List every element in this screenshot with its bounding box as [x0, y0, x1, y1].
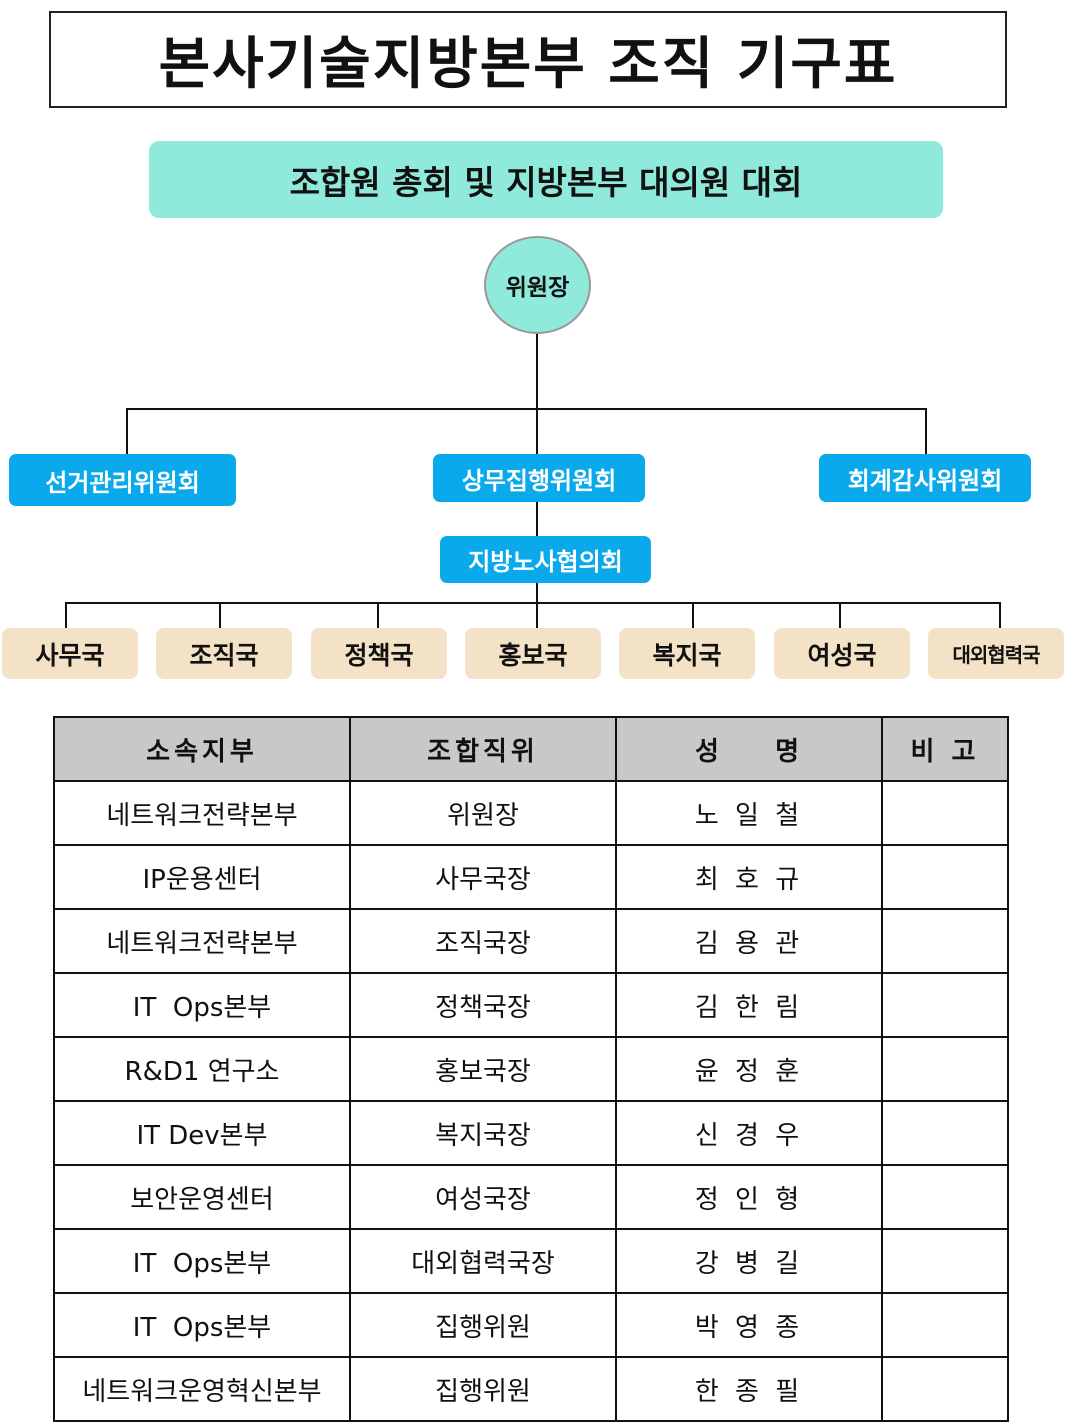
branch-cell: IT Dev본부: [53, 1100, 351, 1166]
remarks-cell: [881, 1100, 1009, 1166]
table-row: IP운용센터 사무국장 최 호 규: [53, 844, 1009, 910]
page-title: 본사기술지방본부 조직 기구표: [49, 11, 1007, 108]
connector-chair-down: [536, 334, 538, 456]
name-cell: 강 병 길: [615, 1228, 883, 1294]
connector-council-down: [536, 583, 538, 603]
executive-committee-box: 상무집행위원회: [433, 454, 645, 502]
dept-box: 사무국: [2, 628, 138, 679]
position-cell: 집행위원: [349, 1356, 617, 1422]
remarks-cell: [881, 972, 1009, 1038]
connector-dept-3: [377, 602, 379, 628]
header-name: 성 명: [615, 716, 883, 782]
table-row: IT Ops본부 대외협력국장 강 병 길: [53, 1228, 1009, 1294]
labor-council-box: 지방노사협의회: [440, 536, 651, 583]
audit-committee-box: 회계감사위원회: [819, 454, 1031, 502]
name-cell: 정 인 형: [615, 1164, 883, 1230]
connector-dept-1: [65, 602, 67, 628]
name-cell: 노 일 철: [615, 780, 883, 846]
position-cell: 정책국장: [349, 972, 617, 1038]
remarks-cell: [881, 780, 1009, 846]
branch-cell: 네트워크운영혁신본부: [53, 1356, 351, 1422]
table-row: 보안운영센터 여성국장 정 인 형: [53, 1164, 1009, 1230]
branch-cell: IP운용센터: [53, 844, 351, 910]
remarks-cell: [881, 844, 1009, 910]
branch-cell: R&D1 연구소: [53, 1036, 351, 1102]
remarks-cell: [881, 1228, 1009, 1294]
remarks-cell: [881, 1356, 1009, 1422]
branch-cell: 네트워크전략본부: [53, 908, 351, 974]
table-header-row: 소속지부 조합직위 성 명 비 고: [53, 716, 1009, 782]
connector-exec-council: [536, 502, 538, 536]
roster-table: 소속지부 조합직위 성 명 비 고 네트워크전략본부 위원장 노 일 철 IP운…: [53, 716, 1009, 1422]
table-row: 네트워크운영혁신본부 집행위원 한 종 필: [53, 1356, 1009, 1422]
name-cell: 신 경 우: [615, 1100, 883, 1166]
name-cell: 한 종 필: [615, 1356, 883, 1422]
connector-dept-2: [219, 602, 221, 628]
general-assembly-box: 조합원 총회 및 지방본부 대의원 대회: [149, 141, 943, 218]
position-cell: 조직국장: [349, 908, 617, 974]
table-row: IT Dev본부 복지국장 신 경 우: [53, 1100, 1009, 1166]
name-cell: 윤 정 훈: [615, 1036, 883, 1102]
election-committee-box: 선거관리위원회: [9, 454, 236, 506]
connector-dept-horizontal: [65, 602, 1001, 604]
table-row: 네트워크전략본부 조직국장 김 용 관: [53, 908, 1009, 974]
branch-cell: IT Ops본부: [53, 1292, 351, 1358]
branch-cell: IT Ops본부: [53, 1228, 351, 1294]
connector-dept-7: [999, 602, 1001, 628]
header-remarks: 비 고: [881, 716, 1009, 782]
position-cell: 여성국장: [349, 1164, 617, 1230]
branch-cell: 보안운영센터: [53, 1164, 351, 1230]
position-cell: 사무국장: [349, 844, 617, 910]
remarks-cell: [881, 1036, 1009, 1102]
position-cell: 집행위원: [349, 1292, 617, 1358]
header-position: 조합직위: [349, 716, 617, 782]
branch-cell: IT Ops본부: [53, 972, 351, 1038]
connector-committee-horizontal: [126, 408, 927, 410]
dept-box: 여성국: [774, 628, 910, 679]
dept-box: 정책국: [311, 628, 447, 679]
dept-box: 조직국: [156, 628, 292, 679]
remarks-cell: [881, 908, 1009, 974]
position-cell: 대외협력국장: [349, 1228, 617, 1294]
table-row: R&D1 연구소 홍보국장 윤 정 훈: [53, 1036, 1009, 1102]
remarks-cell: [881, 1164, 1009, 1230]
connector-dept-4: [536, 602, 538, 628]
connector-right-committee: [925, 408, 927, 454]
table-row: IT Ops본부 정책국장 김 한 림: [53, 972, 1009, 1038]
name-cell: 김 한 림: [615, 972, 883, 1038]
dept-box: 복지국: [619, 628, 755, 679]
header-branch: 소속지부: [53, 716, 351, 782]
table-row: IT Ops본부 집행위원 박 영 종: [53, 1292, 1009, 1358]
dept-box: 홍보국: [465, 628, 601, 679]
position-cell: 홍보국장: [349, 1036, 617, 1102]
remarks-cell: [881, 1292, 1009, 1358]
dept-box: 대외협력국: [928, 628, 1064, 679]
position-cell: 복지국장: [349, 1100, 617, 1166]
branch-cell: 네트워크전략본부: [53, 780, 351, 846]
connector-left-committee: [126, 408, 128, 454]
table-row: 네트워크전략본부 위원장 노 일 철: [53, 780, 1009, 846]
name-cell: 김 용 관: [615, 908, 883, 974]
name-cell: 박 영 종: [615, 1292, 883, 1358]
connector-dept-6: [839, 602, 841, 628]
connector-dept-5: [692, 602, 694, 628]
position-cell: 위원장: [349, 780, 617, 846]
chairperson-node: 위원장: [484, 236, 591, 334]
name-cell: 최 호 규: [615, 844, 883, 910]
